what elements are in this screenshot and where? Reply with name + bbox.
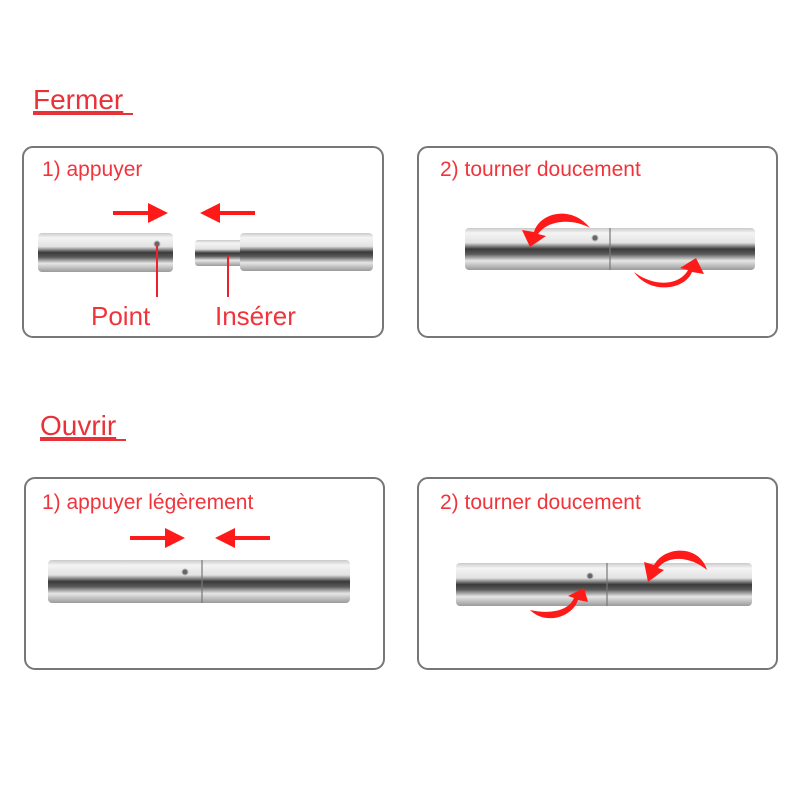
step-label: 2) tourner doucement — [440, 491, 641, 514]
close-step1-panel: 1) appuyer Point Insérer — [22, 146, 384, 338]
point-label: Point — [91, 301, 151, 331]
clasp-point-hole — [181, 568, 189, 576]
step-label: 2) tourner doucement — [440, 158, 641, 181]
open-step2-panel: 2) tourner doucement — [417, 477, 778, 670]
clasp-tube-right — [240, 233, 373, 271]
clasp-tube-joined — [48, 560, 350, 603]
clasp-point-hole — [591, 234, 599, 242]
clasp-point-hole — [586, 572, 594, 580]
rotate-arrow-icon — [644, 550, 707, 582]
clasp-insert-pin — [195, 240, 243, 266]
arrow-left-icon — [200, 203, 255, 223]
step-label: 1) appuyer — [42, 158, 142, 181]
arrow-right-icon — [130, 528, 185, 548]
step-label: 1) appuyer légèrement — [42, 491, 253, 514]
open-step1-panel: 1) appuyer légèrement — [24, 477, 385, 670]
clasp-tube-joined — [456, 563, 752, 606]
arrow-left-icon — [215, 528, 270, 548]
open-section-title: Ouvrir — [40, 410, 116, 441]
close-step2-panel: 2) tourner doucement — [417, 146, 778, 338]
close-section-title: Fermer — [33, 84, 123, 115]
rotate-arrow-icon — [522, 213, 590, 247]
rotate-arrow-icon — [530, 588, 588, 619]
arrow-right-icon — [113, 203, 168, 223]
insert-label: Insérer — [215, 301, 296, 331]
rotate-arrow-icon — [634, 258, 704, 288]
clasp-tube-left — [38, 233, 173, 272]
